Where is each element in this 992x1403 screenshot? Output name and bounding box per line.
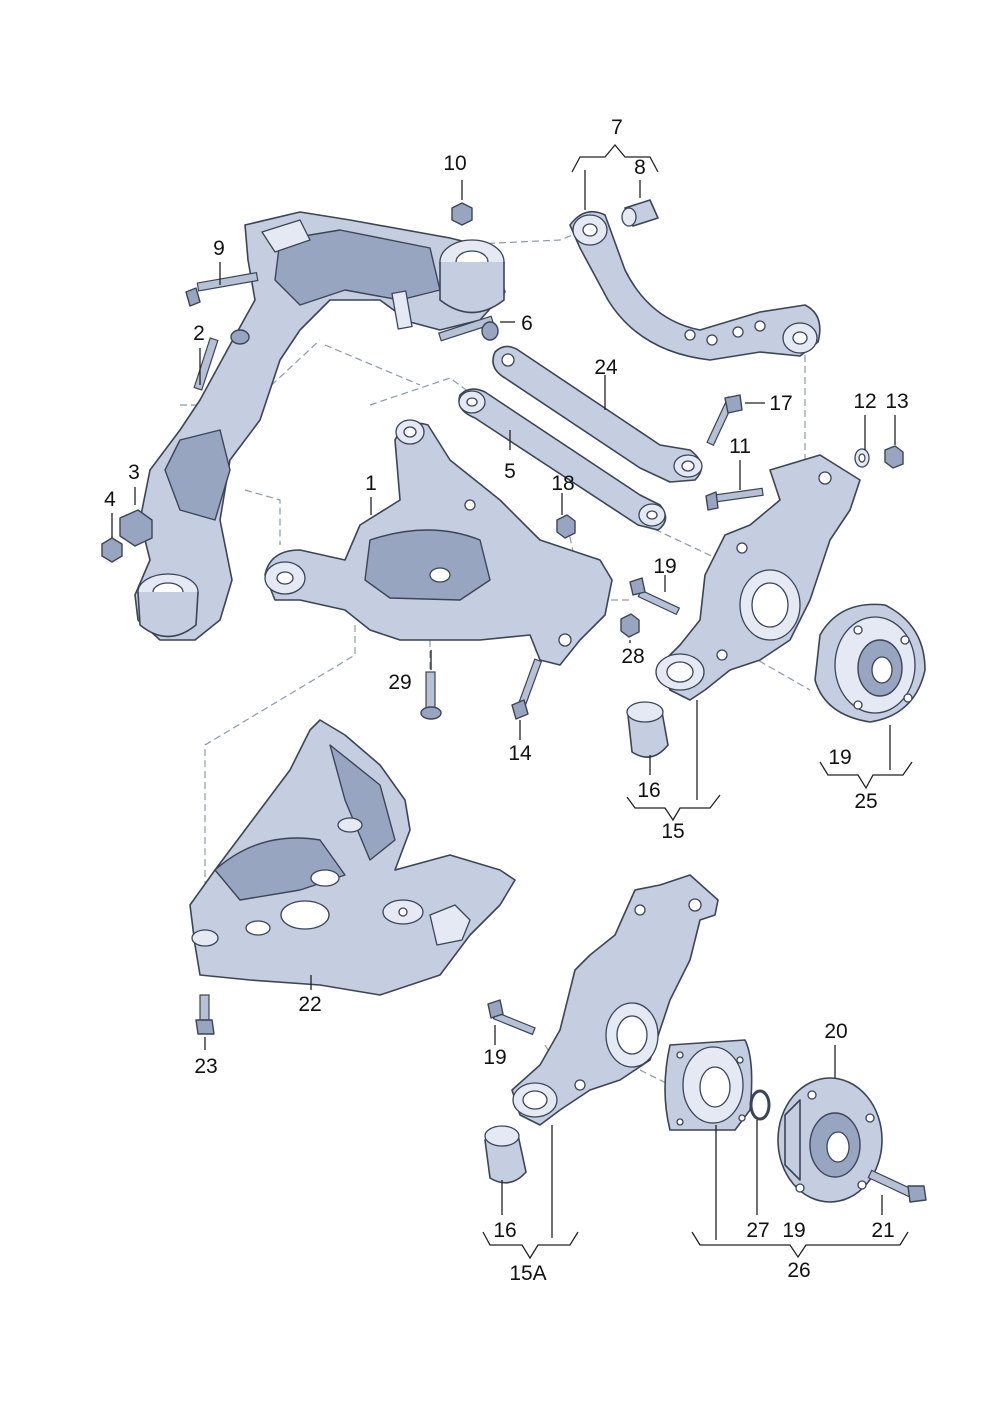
callout-25: 25: [854, 790, 877, 813]
underbody-cover-22: [189, 719, 516, 996]
wheel-hub-flange-20: [777, 1077, 883, 1203]
transverse-link-24: [492, 345, 703, 483]
bolt-29: [420, 671, 442, 720]
callout-19-housing: 19: [653, 555, 676, 578]
bolt-21: [867, 1169, 927, 1203]
nut-28: [620, 613, 640, 638]
bolt-9: [185, 271, 259, 307]
callout-8: 8: [634, 156, 646, 179]
callout-21: 21: [871, 1219, 894, 1242]
callout-labels: 1 2 3 4 5 6 7 8 9 10 11 12 13 14 15 15A …: [104, 116, 909, 1285]
washer-3: [119, 509, 153, 547]
callout-23: 23: [194, 1055, 217, 1078]
callout-7: 7: [611, 116, 623, 139]
callout-16-bottom: 16: [493, 1219, 516, 1242]
wheel-bearing-housing-15a: [511, 874, 719, 1126]
callout-14: 14: [508, 742, 532, 765]
callout-19-flange: 19: [782, 1219, 805, 1242]
nut-10: [451, 202, 473, 226]
callout-1: 1: [365, 472, 377, 495]
bushing-16-top: [626, 701, 669, 758]
subframe: [134, 211, 506, 641]
callout-5: 5: [504, 460, 516, 483]
upper-control-arm: [569, 210, 821, 361]
bolt-23: [195, 994, 215, 1035]
leader-lines: [111, 143, 913, 1260]
callout-18: 18: [551, 472, 574, 495]
bolt-17: [706, 394, 743, 447]
nut-18: [556, 514, 576, 539]
callout-3: 3: [128, 461, 140, 484]
wheel-hub-25: [814, 603, 926, 723]
callout-11: 11: [729, 435, 751, 458]
bolt-19-bottom: [487, 999, 536, 1036]
callout-20: 20: [824, 1020, 847, 1043]
bushing-8: [621, 199, 659, 227]
lower-wishbone: [264, 419, 613, 666]
callout-24: 24: [594, 356, 618, 379]
bolt-6: [438, 315, 499, 342]
nut-13: [884, 445, 904, 469]
wheel-bearing-26: [664, 1039, 753, 1131]
callout-28: 28: [621, 645, 644, 668]
o-ring-27: [749, 1089, 771, 1121]
callout-27: 27: [746, 1219, 769, 1242]
callout-26: 26: [787, 1259, 810, 1282]
bolt-11: [705, 487, 764, 511]
callout-15a: 15A: [509, 1262, 546, 1285]
wheel-bearing-housing-15: [655, 454, 861, 701]
callout-17: 17: [769, 392, 792, 415]
callout-22: 22: [298, 993, 321, 1016]
callout-2: 2: [193, 322, 205, 345]
nut-4: [101, 537, 123, 563]
washer-12: [854, 448, 870, 468]
callout-15: 15: [661, 820, 684, 843]
callout-10: 10: [443, 152, 466, 175]
callout-6: 6: [521, 312, 533, 335]
callout-12: 12: [853, 390, 876, 413]
bushing-16-bottom: [484, 1125, 527, 1184]
callout-19-housing-lower: 19: [483, 1046, 506, 1069]
callout-29: 29: [388, 671, 411, 694]
callout-9: 9: [213, 237, 225, 260]
bolt-19-top: [629, 577, 681, 616]
callout-4: 4: [104, 488, 116, 511]
track-rod-5: [458, 388, 667, 531]
callout-19-hub: 19: [828, 746, 851, 769]
callout-13: 13: [885, 390, 908, 413]
callout-16-top: 16: [637, 779, 660, 802]
bolt-14: [511, 658, 543, 720]
